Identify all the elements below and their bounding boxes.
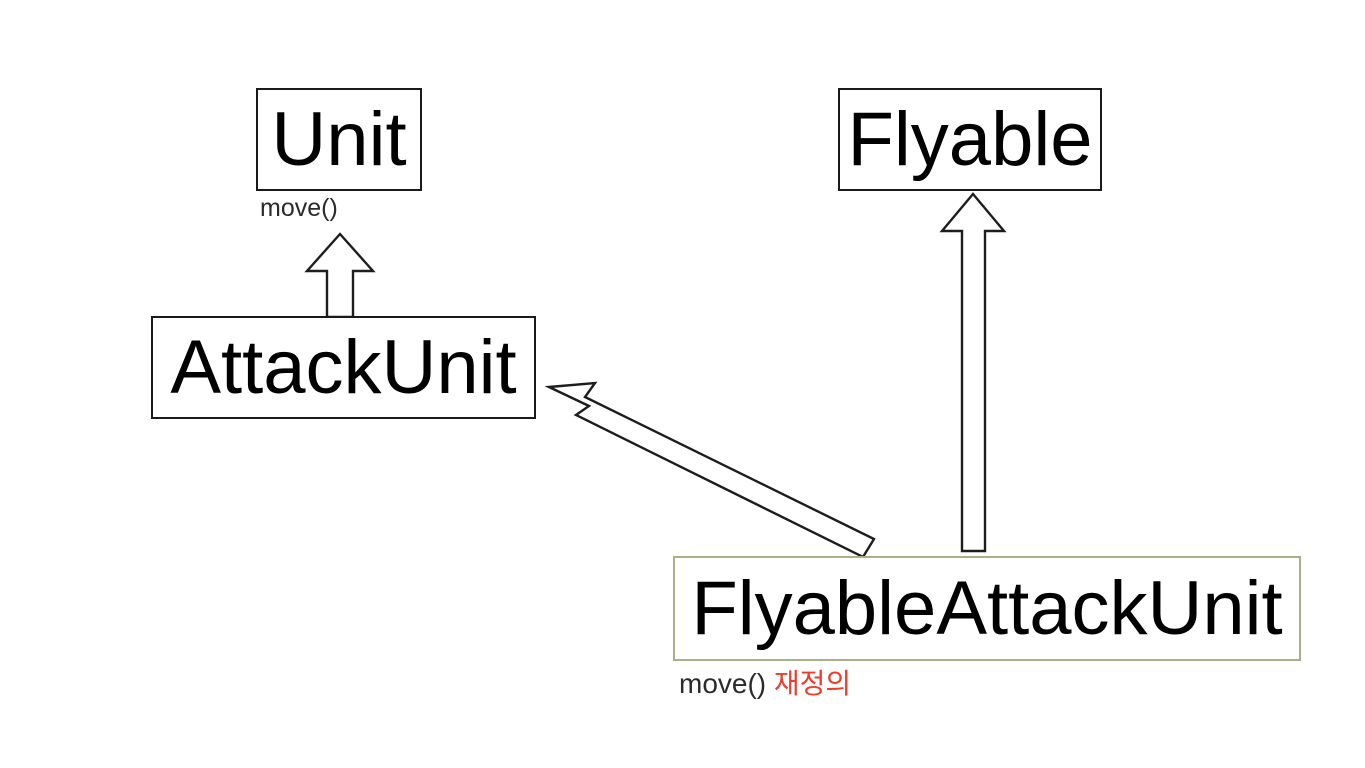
generalization-arrow-attackunit-to-unit	[304, 232, 376, 319]
class-box-unit[interactable]: Unit	[256, 88, 422, 191]
class-name-flyable: Flyable	[847, 96, 1093, 182]
class-member-unit-move: move()	[260, 196, 338, 221]
member-text-move: move()	[260, 194, 338, 222]
member-text-move: move()	[679, 668, 767, 699]
class-member-flyableattackunit-move: move() 재정의	[679, 670, 851, 698]
generalization-arrow-flyableattackunit-to-flyable	[939, 192, 1007, 553]
class-name-attackunit: AttackUnit	[170, 324, 517, 410]
class-box-flyableattackunit[interactable]: FlyableAttackUnit	[673, 556, 1301, 661]
member-text-override: 재정의	[773, 668, 852, 699]
class-box-flyable[interactable]: Flyable	[838, 88, 1102, 191]
class-name-flyableattackunit: FlyableAttackUnit	[691, 565, 1283, 651]
generalization-arrow-flyableattackunit-to-attackunit	[544, 381, 876, 559]
class-box-attackunit[interactable]: AttackUnit	[151, 316, 536, 419]
class-name-unit: Unit	[271, 96, 407, 182]
